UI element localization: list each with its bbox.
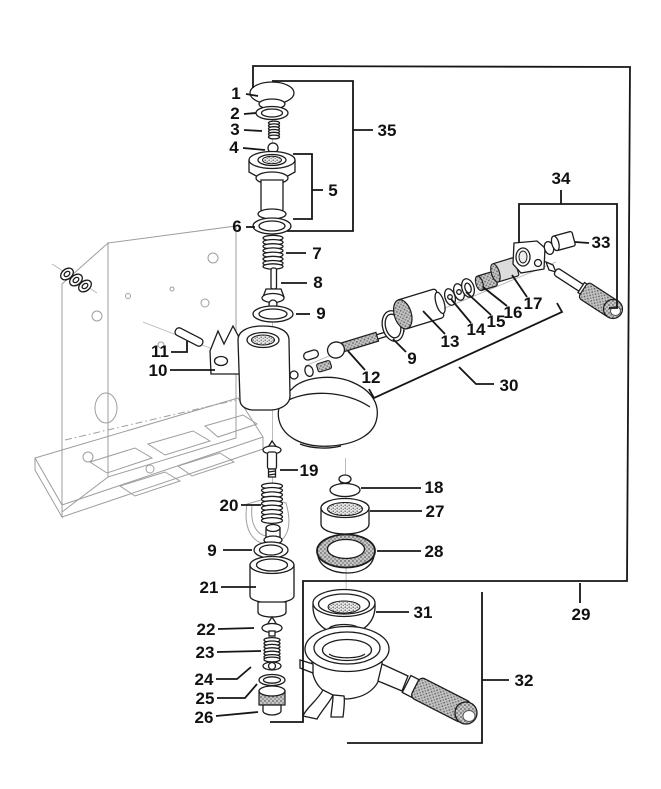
part-26-nut (258, 685, 286, 716)
part-3-spring (267, 120, 281, 140)
callout-11: 11 (151, 342, 169, 361)
shower-column (299, 474, 478, 725)
part-28-gasket (316, 533, 376, 574)
part-11-pin (174, 327, 204, 347)
piston-column (249, 439, 295, 716)
callout-28: 28 (425, 542, 444, 561)
callout-5: 5 (328, 181, 337, 200)
bracket-32 (347, 592, 483, 744)
center-axes (51, 86, 557, 661)
part-9-oring-piston (253, 541, 289, 559)
callout-16: 16 (504, 303, 523, 322)
part-19-stem (262, 439, 282, 478)
part-13-valve-body (392, 288, 446, 330)
part-27-shower-screen (320, 497, 370, 535)
callout-1: 1 (231, 84, 240, 103)
spring-cup (263, 523, 283, 545)
top-column (248, 81, 296, 323)
part-2-washer (255, 105, 289, 121)
callout-31: 31 (414, 603, 433, 622)
callout-29: 29 (572, 605, 591, 624)
lever-fulcrum-block (512, 240, 546, 274)
callout-6: 6 (232, 217, 241, 236)
callout-33: 33 (592, 233, 611, 252)
part-20-spring (260, 482, 284, 525)
callout-23: 23 (196, 643, 215, 662)
part-22-valve (261, 615, 283, 637)
valve-assembly (326, 230, 624, 359)
callout-12: 12 (362, 368, 381, 387)
callout-9b: 9 (407, 349, 416, 368)
part-32-portafilter (299, 625, 478, 725)
callout-19: 19 (300, 461, 319, 480)
callout-13: 13 (441, 332, 460, 351)
callout-4: 4 (229, 138, 239, 157)
callout-21: 21 (200, 578, 219, 597)
callout-9c: 9 (207, 541, 216, 560)
bracket-30 (368, 302, 564, 400)
part-21-piston (249, 555, 295, 618)
bracket-34 (518, 203, 618, 309)
part-25-oring (258, 673, 286, 687)
callout-32: 32 (515, 671, 534, 690)
callout-14: 14 (467, 320, 486, 339)
leader-lines (170, 93, 590, 717)
callout-7: 7 (312, 244, 321, 263)
part-6-oring (252, 217, 292, 235)
part-24-washer (262, 661, 282, 671)
lever-handle (544, 260, 624, 320)
callout-3: 3 (230, 120, 239, 139)
callout-15: 15 (487, 312, 506, 331)
part-18-screw (329, 474, 361, 498)
bracket-29 (252, 65, 631, 723)
callout-22: 22 (197, 620, 216, 639)
part-5-gland-nut (248, 150, 296, 220)
callout-8: 8 (313, 273, 322, 292)
callout-25: 25 (196, 689, 215, 708)
part-31-filter-basket (312, 588, 376, 635)
callout-30: 30 (500, 376, 519, 395)
part-10-group-casting (209, 324, 378, 449)
callout-labels: 1 2 3 4 5 6 7 8 9 35 34 33 17 16 15 14 1… (149, 84, 611, 727)
callout-9a: 9 (316, 304, 325, 323)
portafilter-spout (302, 689, 334, 720)
callout-26: 26 (195, 708, 214, 727)
part-7-spring (262, 234, 284, 270)
callout-20: 20 (220, 496, 239, 515)
bracket-35 (272, 80, 354, 232)
group-brackets (252, 65, 631, 744)
part-9-oring-top (252, 305, 294, 323)
callout-24: 24 (195, 670, 214, 689)
callout-27: 27 (426, 502, 445, 521)
bracket-30-tick (458, 366, 494, 385)
frame-washers (60, 267, 92, 293)
callout-35: 35 (378, 121, 397, 140)
part-8-valve-stem (261, 267, 285, 309)
callout-34: 34 (552, 169, 571, 188)
part-23-spring (263, 636, 281, 663)
bracket-5 (293, 153, 313, 220)
callout-2: 2 (230, 104, 239, 123)
callout-17: 17 (524, 294, 543, 313)
part-33-bushing (550, 230, 576, 252)
callout-10: 10 (149, 361, 168, 380)
callout-18: 18 (425, 478, 444, 497)
